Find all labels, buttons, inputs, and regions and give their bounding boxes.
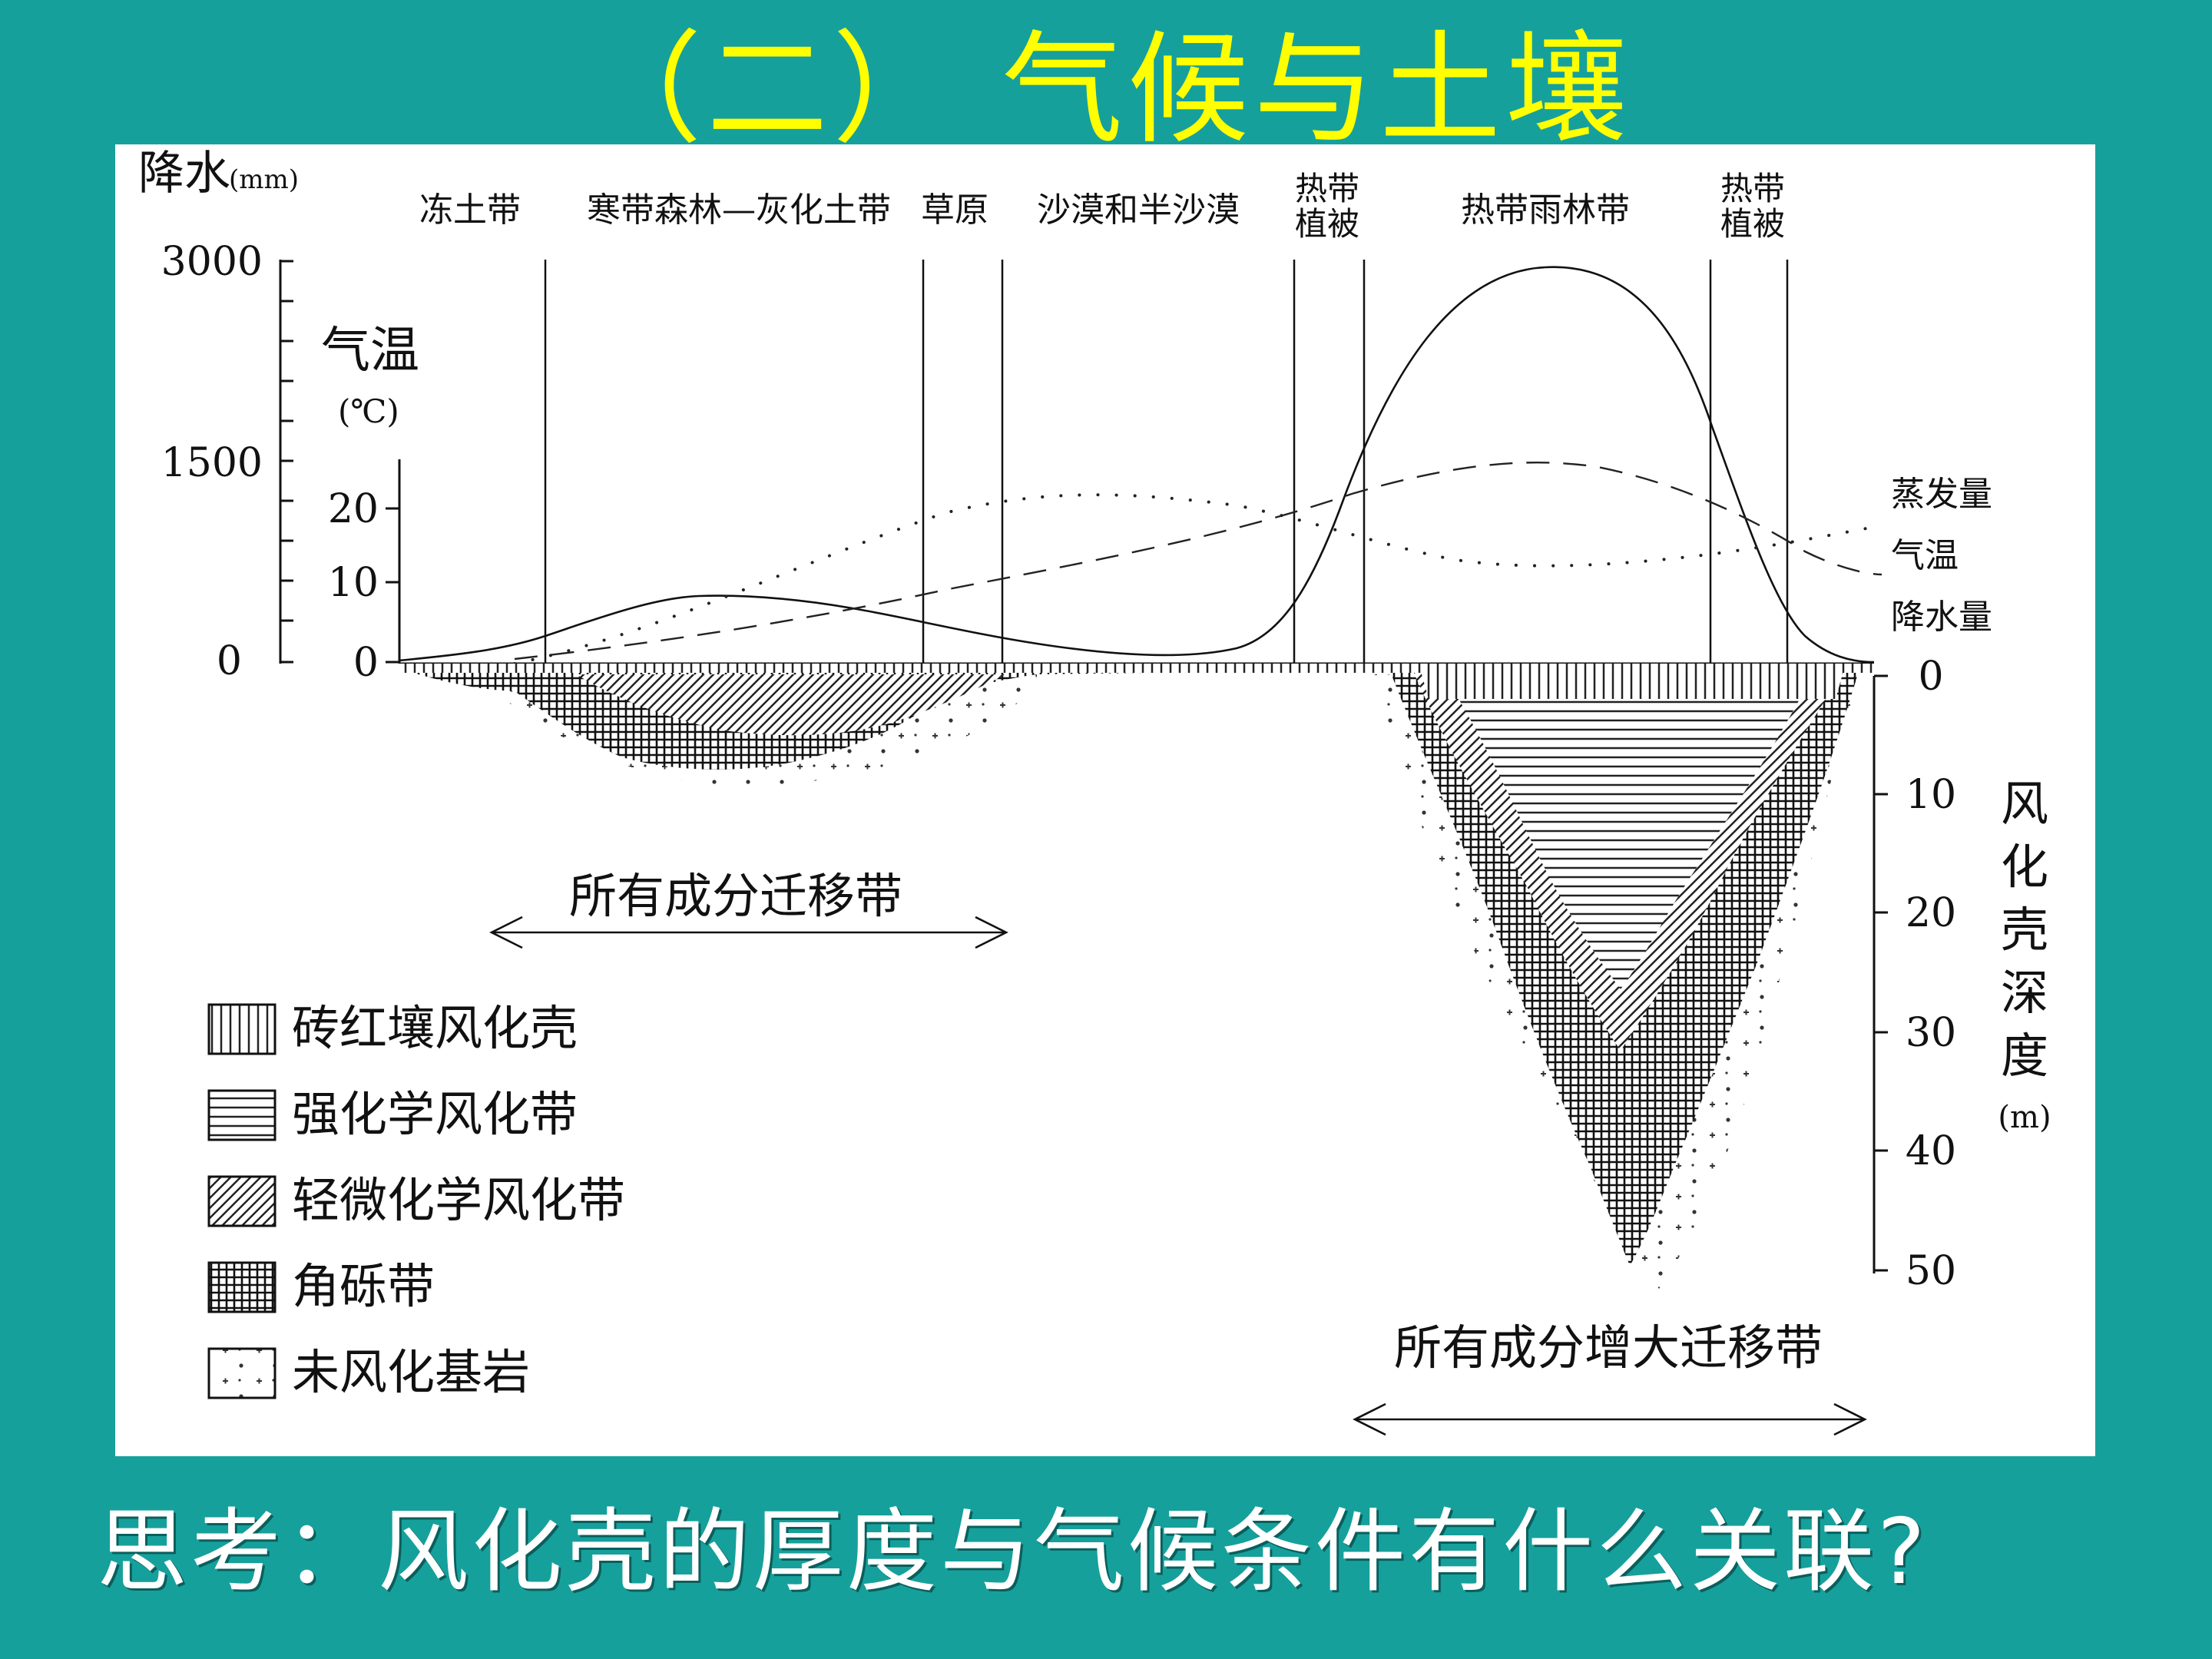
depth-axis-char-4: 深 (2001, 965, 2048, 1021)
depth-tick-10: 10 (1906, 772, 1956, 818)
precipitation-curve (399, 266, 1875, 664)
legend-label-laterite: 砖红壤风化壳 (292, 1000, 578, 1056)
strong-chemical-region (1444, 674, 1813, 989)
zone-label-tropical-2b: 植被 (1720, 205, 1785, 243)
weathering-profile-diagram: 降水 (mm) 3000 1500 0 气温 (℃) 20 10 0 冻土带 寒… (138, 147, 2051, 1436)
depth-axis-char-1: 风 (2001, 776, 2048, 832)
precipitation-tick-3000: 3000 (161, 239, 263, 285)
depth-tick-40: 40 (1906, 1128, 1956, 1174)
legend-swatch-breccia (207, 1261, 276, 1313)
legend-swatch-laterite (207, 1003, 276, 1055)
precipitation-axis-label: 降水 (138, 147, 230, 200)
temperature-tick-0: 0 (353, 640, 379, 686)
depth-axis-char-5: 度 (2001, 1028, 2048, 1084)
depth-tick-20: 20 (1906, 890, 1956, 936)
discussion-question: 思考：风化壳的厚度与气候条件有什么关联? (97, 1498, 1929, 1604)
zone-label-boreal-forest: 寒带森林—灰化土带 (587, 190, 891, 230)
zone-label-rainforest: 热带雨林带 (1461, 190, 1630, 230)
precipitation-axis-unit: (mm) (229, 164, 299, 195)
legend-label-breccia: 角砾带 (292, 1258, 435, 1314)
temperature-tick-20: 20 (328, 486, 379, 532)
migration-label-right: 所有成分增大迁移带 (1394, 1320, 1823, 1376)
temperature-curve (513, 493, 1868, 665)
depth-tick-30: 30 (1906, 1010, 1956, 1056)
depth-tick-0: 0 (1918, 654, 1943, 700)
depth-tick-50: 50 (1906, 1248, 1956, 1294)
legend-label-strong-chemical: 强化学风化带 (292, 1086, 578, 1142)
temperature-tick-10: 10 (328, 560, 379, 606)
zone-labels: 冻土带 寒带森林—灰化土带 草原 沙漠和半沙漠 热带 植被 热带雨林带 热带 植… (419, 170, 1785, 243)
temperature-axis-unit: (℃) (338, 392, 399, 430)
legend: 砖红壤风化壳 强化学风化带 轻微化学风化带 角砾带 未风化基岩 (207, 1000, 625, 1400)
weathering-profile-figure: 降水 (mm) 3000 1500 0 气温 (℃) 20 10 0 冻土带 寒… (115, 144, 2095, 1456)
evaporation-label: 蒸发量 (1891, 475, 1992, 514)
legend-swatch-strong-chemical (207, 1089, 276, 1141)
slight-chemical-region-left (576, 674, 1006, 736)
legend-label-slight-chemical: 轻微化学风化带 (292, 1172, 625, 1228)
precipitation-axis: 降水 (mm) 3000 1500 0 (138, 147, 299, 684)
depth-axis-char-2: 化 (2001, 839, 2048, 895)
depth-axis-unit: (m) (1998, 1100, 2051, 1135)
slide-title: （二） 气候与土壤 (580, 19, 1632, 161)
zone-label-tundra: 冻土带 (419, 190, 521, 230)
zone-dividers (544, 260, 1789, 671)
migration-arrow-left (489, 916, 1008, 949)
temperature-axis: 气温 (℃) 20 10 0 (321, 323, 419, 686)
zone-label-tropical-2a: 热带 (1720, 170, 1785, 207)
zone-label-tropical-1b: 植被 (1295, 205, 1359, 243)
legend-label-bedrock: 未风化基岩 (292, 1344, 530, 1400)
weathering-crust-profile (399, 664, 1874, 1289)
temperature-axis-label: 气温 (321, 323, 419, 379)
migration-arrow-right (1353, 1402, 1867, 1436)
depth-axis-char-3: 壳 (2001, 902, 2048, 958)
migration-label-left: 所有成分迁移带 (569, 868, 902, 924)
precipitation-tick-0: 0 (217, 638, 242, 684)
depth-axis: 0 10 20 30 40 50 风 化 壳 深 度 (m) (1873, 654, 2051, 1294)
precipitation-tick-1500: 1500 (161, 440, 263, 486)
legend-swatch-slight-chemical (207, 1175, 276, 1227)
temperature-label: 气温 (1891, 536, 1959, 575)
zone-label-steppe: 草原 (921, 190, 988, 230)
laterite-region (1421, 671, 1843, 699)
zone-label-desert: 沙漠和半沙漠 (1037, 190, 1240, 230)
zone-label-tropical-1a: 热带 (1295, 170, 1359, 207)
precipitation-label: 降水量 (1891, 598, 1992, 637)
legend-swatch-bedrock (207, 1347, 276, 1399)
evaporation-curve (514, 462, 1883, 661)
surface-band (399, 664, 1874, 673)
